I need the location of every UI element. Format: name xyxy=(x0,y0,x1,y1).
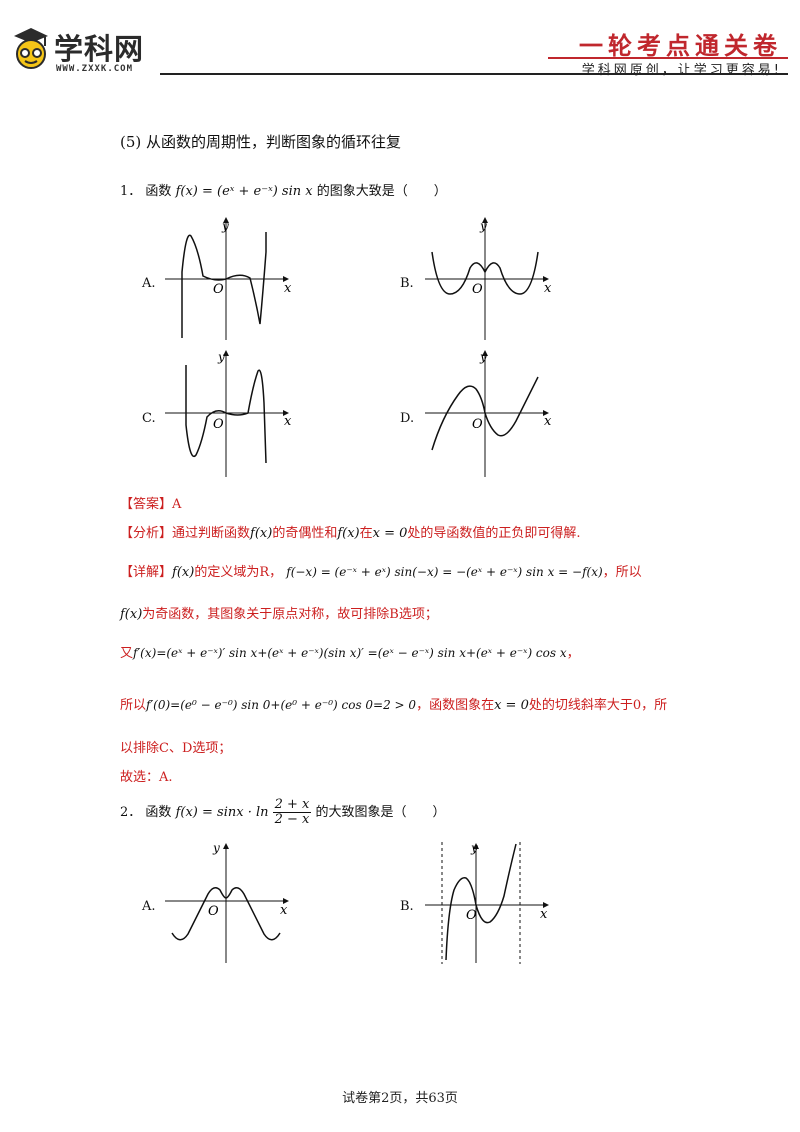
q2-option-a-label: A. xyxy=(142,899,156,914)
curve xyxy=(431,251,539,295)
q1-detail-line5: 以排除C、D选项； xyxy=(120,741,232,756)
logo-icon xyxy=(12,26,50,70)
curve xyxy=(445,843,517,961)
q1-detail-line3: 又f′(x)=(eˣ + e⁻ˣ)′ sin x+(eˣ + e⁻ˣ)(sin … xyxy=(120,642,580,661)
origin-label: O xyxy=(466,908,477,923)
header-black-rule xyxy=(160,73,788,75)
q1-detail-line4: 所以f′(0)=(e⁰ − e⁻⁰) sin 0+(e⁰ + e⁻⁰) cos … xyxy=(120,694,667,713)
analysis-text-3: 在 xyxy=(359,526,373,541)
q2-stem-suffix: 的大致图象是（ ） xyxy=(315,805,446,820)
analysis-text-1: 通过判断函数 xyxy=(172,526,251,541)
detail-fx: f(x) xyxy=(172,565,195,580)
q1-formula: f(x) = (eˣ + e⁻ˣ) sin x xyxy=(175,184,313,199)
x-label: x xyxy=(544,281,552,296)
detail-line4-x0: x = 0 xyxy=(494,698,529,713)
detail-label: 【详解】 xyxy=(120,565,173,580)
analysis-text-2: 的奇偶性和 xyxy=(272,526,338,541)
q1-option-b-label: B. xyxy=(400,276,414,291)
y-label: y xyxy=(470,841,478,855)
origin-label: O xyxy=(472,417,483,432)
q2-graph-b: y x O xyxy=(425,841,549,964)
curve xyxy=(181,232,267,338)
q1-option-c-label: C. xyxy=(142,411,156,426)
detail-line2-fx: f(x) xyxy=(120,607,143,622)
fraction-numerator: 2 + x xyxy=(272,797,312,813)
origin-label: O xyxy=(213,417,224,432)
logo-text: 学科网 xyxy=(54,32,145,66)
q1-number: 1． xyxy=(120,184,142,199)
y-label: y xyxy=(217,350,225,364)
curve xyxy=(431,376,539,451)
detail-text-2: ，所以 xyxy=(602,565,642,580)
origin-label: O xyxy=(213,282,224,297)
q1-stem: 1． 函数 f(x) = (eˣ + e⁻ˣ) sin x 的图象大致是（ ） xyxy=(120,180,447,199)
q1-graph-c: y x O xyxy=(165,350,292,477)
detail-line4-suffix: 处的切线斜率大于0，所 xyxy=(528,698,668,713)
detail-line3-prefix: 又 xyxy=(120,646,134,661)
q2-number: 2． xyxy=(120,805,142,820)
q1-stem-suffix: 的图象大致是（ ） xyxy=(316,184,447,199)
q2-graph-a: y x O xyxy=(165,841,289,963)
page-footer: 试卷第2页，共63页 xyxy=(342,1091,458,1106)
analysis-x0: x = 0 xyxy=(372,526,408,541)
q1-answer: 【答案】A xyxy=(120,493,181,512)
q2-option-b-label: B. xyxy=(400,899,414,914)
analysis-text-4: 处的导函数值的正负即可得解. xyxy=(407,526,581,541)
x-label: x xyxy=(284,281,292,296)
q1-option-a-label: A. xyxy=(142,276,156,291)
fraction-denominator: 2 − x xyxy=(274,812,310,827)
detail-line3-suffix: ， xyxy=(566,646,580,661)
detail-line3-formula: f′(x)=(eˣ + e⁻ˣ)′ sin x+(eˣ + e⁻ˣ)(sin x… xyxy=(133,646,567,660)
analysis-fx: f(x) xyxy=(250,526,273,541)
x-label: x xyxy=(284,414,292,429)
analysis-fx2: f(x) xyxy=(337,526,360,541)
y-label: y xyxy=(212,841,220,855)
curve xyxy=(171,887,281,941)
q1-graph-b: y x O xyxy=(425,217,552,340)
q1-stem-prefix: 函数 xyxy=(145,184,172,199)
detail-line4-formula: f′(0)=(e⁰ − e⁻⁰) sin 0+(e⁰ + e⁻⁰) cos 0=… xyxy=(146,698,417,712)
q1-analysis: 【分析】通过判断函数f(x)的奇偶性和f(x)在x = 0处的导函数值的正负即可… xyxy=(120,522,581,541)
detail-formula-1: f(−x) = (e⁻ˣ + eˣ) sin(−x) = −(eˣ + e⁻ˣ)… xyxy=(286,565,603,579)
section-title: (5) 从函数的周期性，判断图象的循环往复 xyxy=(120,133,402,151)
origin-label: O xyxy=(472,282,483,297)
y-label: y xyxy=(479,350,487,364)
q1-detail-line6: 故选：A. xyxy=(120,770,173,785)
x-label: x xyxy=(280,903,288,918)
series-title: 一轮考点通关卷 xyxy=(579,31,782,60)
origin-label: O xyxy=(208,904,219,919)
detail-text-1: 的定义域为R， xyxy=(194,565,283,580)
y-label: y xyxy=(479,219,487,233)
answer-value: A xyxy=(172,497,182,512)
q1-option-d-label: D. xyxy=(400,411,415,426)
analysis-label: 【分析】 xyxy=(120,526,173,541)
q1-detail-line1: 【详解】f(x)的定义域为R， f(−x) = (e⁻ˣ + eˣ) sin(−… xyxy=(120,561,642,580)
x-label: x xyxy=(540,907,548,922)
q2-formula-left: f(x) = sinx · ln xyxy=(175,805,269,820)
header-red-rule xyxy=(548,57,788,59)
q1-graph-d: y x O xyxy=(425,350,552,477)
curve xyxy=(185,365,267,464)
q2-stem-prefix: 函数 xyxy=(145,805,172,820)
y-label: y xyxy=(221,219,229,233)
x-label: x xyxy=(544,414,552,429)
answer-label: 【答案】 xyxy=(120,497,173,512)
detail-line2-text: 为奇函数，其图象关于原点对称，故可排除B选项； xyxy=(142,607,438,622)
detail-line4-text: ，函数图象在 xyxy=(416,698,495,713)
q1-detail-line2: f(x)为奇函数，其图象关于原点对称，故可排除B选项； xyxy=(120,603,438,622)
header-slogan: 学科网原创，让学习更容易! xyxy=(581,63,782,78)
q1-graph-a: y x O xyxy=(165,217,292,340)
detail-line4-prefix: 所以 xyxy=(120,698,147,713)
logo-url: WWW.ZXXK.COM xyxy=(56,64,134,74)
